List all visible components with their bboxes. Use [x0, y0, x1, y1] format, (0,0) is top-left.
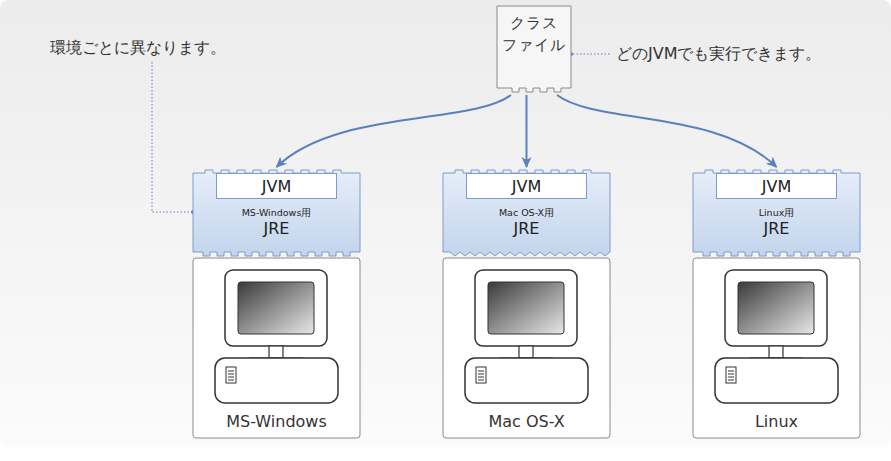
- node-label: JRE: [443, 219, 610, 239]
- computer-illustration: [693, 258, 860, 438]
- box-outline-path: [693, 170, 860, 256]
- node-label: MS-Windows: [193, 412, 360, 432]
- jre-text-group: Linux用JRE: [693, 206, 860, 239]
- jre-box: Mac OS-X用JRE JVM: [443, 170, 610, 256]
- node-label: MS-Windows用: [193, 206, 360, 219]
- box-outline-path: [497, 6, 571, 92]
- node-label: JRE: [193, 219, 360, 239]
- computer-box: Mac OS-X: [443, 258, 610, 438]
- jvm-box: JVM: [216, 173, 337, 199]
- node-label: Linux: [693, 412, 860, 432]
- node-label: JVM: [262, 177, 291, 196]
- callout-text: どのJVMでも実行できます。: [616, 44, 821, 64]
- flow-arrow: [526, 95, 528, 167]
- flow-arrow: [557, 95, 777, 167]
- flow-arrow: [277, 95, 512, 167]
- jre-box: MS-Windows用JRE JVM: [193, 170, 360, 256]
- node-label: Linux用: [693, 206, 860, 219]
- jre-text-group: Mac OS-X用JRE: [443, 206, 610, 239]
- node-label: JVM: [512, 177, 541, 196]
- callout-text: 環境ごとに異なります。: [50, 38, 226, 58]
- node-label: Mac OS-X用: [443, 206, 610, 219]
- box-outline-path: [443, 170, 610, 256]
- jvm-box: JVM: [466, 173, 587, 199]
- class-file-box: クラス ファイル: [497, 6, 571, 92]
- box-outline-path: [193, 170, 360, 256]
- jre-box: Linux用JRE JVM: [693, 170, 860, 256]
- node-label: JVM: [762, 177, 791, 196]
- node-label: JRE: [693, 219, 860, 239]
- computer-box: Linux: [693, 258, 860, 438]
- computer-illustration: [443, 258, 610, 438]
- jvm-box: JVM: [716, 173, 837, 199]
- jre-text-group: MS-Windows用JRE: [193, 206, 360, 239]
- computer-illustration: [193, 258, 360, 438]
- node-label: クラス ファイル: [497, 6, 571, 56]
- computer-box: MS-Windows: [193, 258, 360, 438]
- background-panel: [0, 0, 891, 447]
- node-label: Mac OS-X: [443, 412, 610, 432]
